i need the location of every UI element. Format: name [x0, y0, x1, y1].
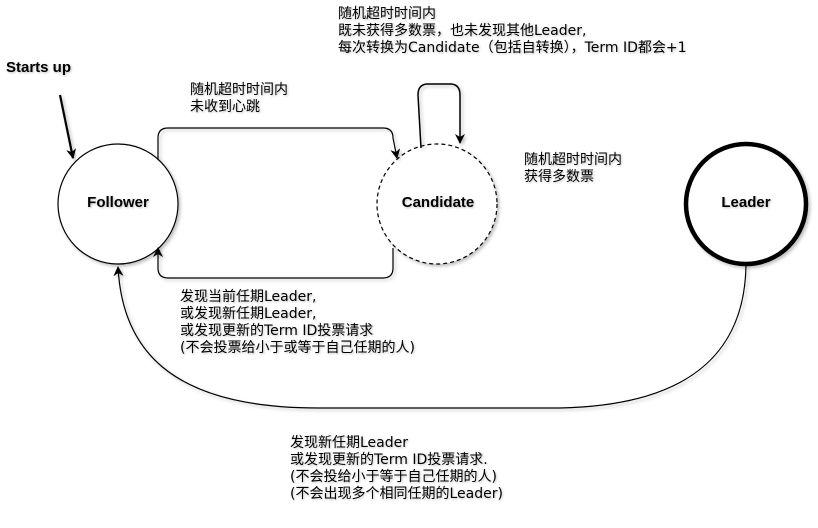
label-line: 或发现更新的Term ID投票请求. [290, 452, 488, 468]
edge-candidate-self-loop [417, 83, 465, 149]
label-leader-to-follower: 发现新任期Leader 或发现更新的Term ID投票请求. (不会投给小于等于… [290, 435, 503, 503]
label-line: (不会投票给小于或等于自己任期的人) [180, 340, 415, 356]
label-candidate-to-leader: 随机超时时间内 获得多数票 [524, 152, 622, 186]
label-follower-to-candidate: 随机超时时间内 未收到心跳 [190, 82, 288, 116]
label-line: 既未获得多数票，也未发现其他Leader, [338, 23, 587, 39]
candidate-label: Candidate [401, 194, 475, 211]
leader-node [683, 141, 809, 267]
edge-leader-to-follower [113, 264, 747, 409]
start-label: Starts up [6, 59, 72, 76]
label-line: 发现当前任期Leader, [180, 289, 317, 305]
edge-follower-to-candidate [157, 127, 401, 160]
label-line: 每次转换为Candidate（包括自转换），Term ID都会+1 [338, 40, 687, 56]
label-line: 随机超时时间内 [338, 6, 436, 22]
label-candidate-to-follower: 发现当前任期Leader, 或发现新任期Leader, 或发现更新的Term I… [180, 289, 415, 357]
label-line: 随机超时时间内 [190, 82, 288, 98]
label-line: 或发现更新的Term ID投票请求 [180, 323, 374, 339]
follower-label: Follower [87, 194, 149, 211]
label-line: 或发现新任期Leader, [180, 306, 317, 322]
follower-node [57, 143, 179, 265]
label-line: 未收到心跳 [190, 99, 260, 115]
label-line: (不会投给小于等于自己任期的人) [290, 469, 497, 485]
leader-label: Leader [721, 194, 771, 211]
edge-candidate-to-follower [153, 247, 394, 279]
label-line: 获得多数票 [524, 169, 594, 185]
start-arrow [58, 94, 77, 159]
label-line: (不会出现多个相同任期的Leader) [290, 486, 503, 502]
label-candidate-self-loop: 随机超时时间内 既未获得多数票，也未发现其他Leader, 每次转换为Candi… [338, 6, 687, 57]
label-line: 随机超时时间内 [524, 152, 622, 168]
label-line: 发现新任期Leader [290, 435, 409, 451]
